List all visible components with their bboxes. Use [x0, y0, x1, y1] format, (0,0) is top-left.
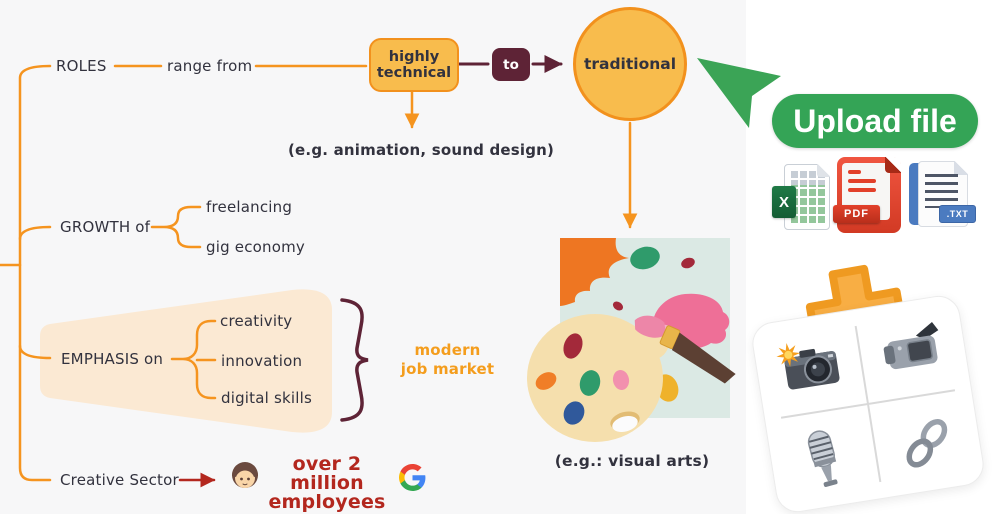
google-logo-icon — [399, 464, 426, 491]
emphasis-highlight-blob — [40, 289, 332, 433]
excel-folded-corner — [817, 164, 830, 177]
paint-brush — [634, 315, 736, 384]
creative-sector-stat: over 2 million employees — [268, 453, 386, 513]
technical-example-caption: (e.g. animation, sound design) — [288, 141, 555, 159]
link-icon[interactable] — [882, 402, 972, 484]
growth-label: GROWTH of — [60, 218, 151, 236]
pdf-badge: PDF — [833, 205, 880, 223]
photo-camera-icon[interactable] — [764, 324, 854, 406]
video-camera-icon[interactable] — [867, 308, 957, 390]
range-from-label: range from — [167, 57, 253, 75]
txt-file-icon[interactable]: .TXT — [909, 161, 976, 230]
branch-lines — [0, 64, 638, 482]
txt-badge: .TXT — [939, 205, 976, 223]
creative-sector-label: Creative Sector — [60, 471, 179, 489]
node-highly-technical: highly technical — [369, 38, 459, 92]
visual-arts-caption: (e.g.: visual arts) — [554, 452, 710, 470]
cursor-arrow-icon — [697, 58, 781, 128]
node-traditional: traditional — [573, 7, 687, 121]
pdf-file-icon[interactable]: PDF — [833, 157, 901, 233]
upload-file-button[interactable]: Upload file — [772, 94, 978, 148]
excel-file-icon[interactable]: X — [772, 164, 830, 230]
node-to-connector: to — [492, 48, 530, 81]
txt-text-lines — [925, 174, 958, 208]
growth-child-freelancing: freelancing — [206, 198, 293, 216]
roles-label: ROLES — [56, 57, 107, 75]
excel-grid — [791, 171, 825, 223]
curly-brace — [340, 298, 369, 422]
modern-job-market-callout: modern job market — [400, 341, 495, 378]
excel-x-badge: X — [772, 186, 796, 218]
emphasis-child-digital-skills: digital skills — [221, 389, 313, 407]
attach-options-card — [749, 292, 987, 514]
txt-folded-corner — [954, 161, 968, 175]
pdf-folded-corner — [885, 157, 901, 173]
emphasis-label: EMPHASIS on — [61, 350, 164, 368]
emphasis-child-creativity: creativity — [220, 312, 293, 330]
growth-child-gig-economy: gig economy — [206, 238, 306, 256]
emphasis-child-innovation: innovation — [221, 352, 303, 370]
visual-arts-illustration — [527, 238, 736, 442]
microphone-icon[interactable] — [779, 419, 869, 501]
person-icon — [232, 462, 258, 488]
